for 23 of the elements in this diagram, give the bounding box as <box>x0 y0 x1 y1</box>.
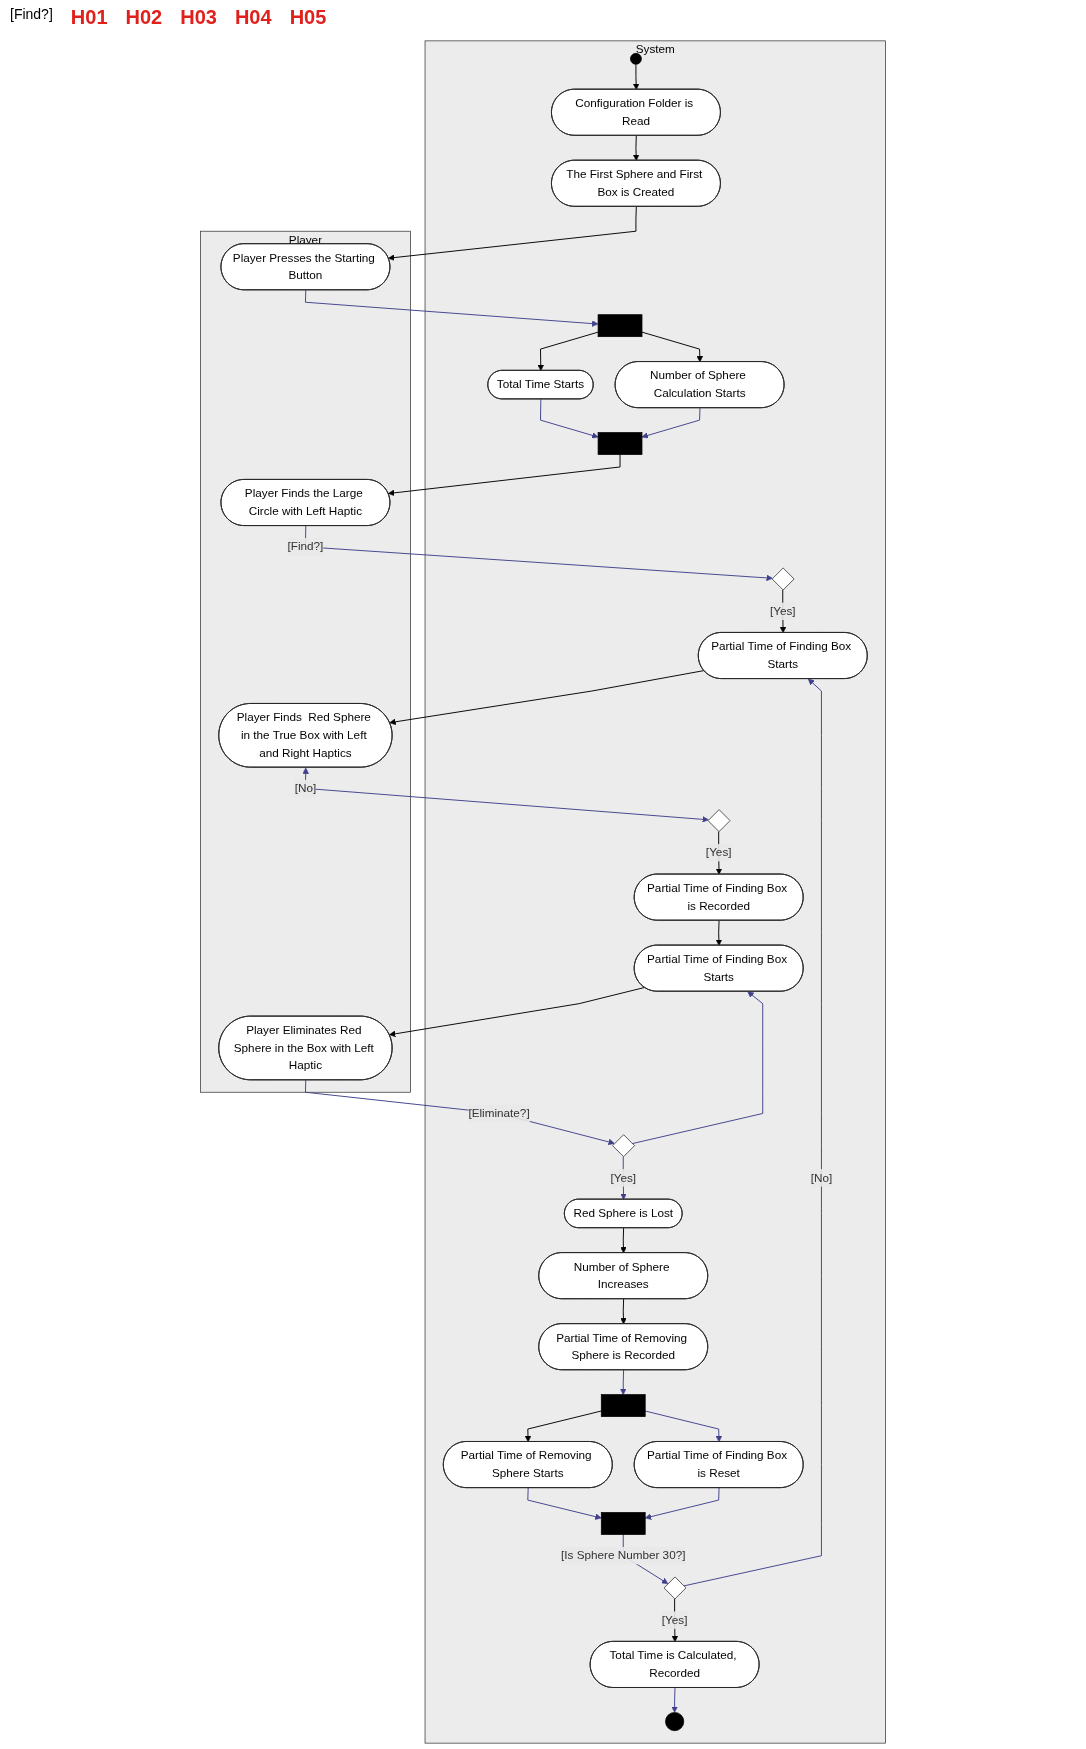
node-diamond <box>663 1576 687 1600</box>
edge-label: [Yes] <box>610 1171 637 1184</box>
node-bar <box>597 432 643 455</box>
edge-label: [Yes] <box>661 1613 688 1626</box>
edge-label: [No] <box>294 781 317 795</box>
annotation-label: H05 <box>289 6 327 29</box>
edge-label: [Eliminate?] <box>468 1106 530 1120</box>
annotation-label: H04 <box>234 6 272 29</box>
edge-label: [Is Sphere Number 30?] <box>561 1549 686 1562</box>
node-bar <box>597 314 643 337</box>
annotation-label: H01 <box>70 6 108 29</box>
node-bar <box>600 1394 646 1417</box>
node-diamond <box>707 809 731 832</box>
edge-label: [Yes] <box>705 846 732 859</box>
guard-label: [Find?] <box>10 6 53 24</box>
annotation-label: H02 <box>125 6 163 29</box>
edge-label: [No] <box>810 1171 833 1184</box>
node-diamond <box>771 567 795 591</box>
node-bar <box>600 1512 646 1535</box>
node-diamond <box>612 1134 635 1158</box>
annotation-label: H03 <box>180 6 217 29</box>
edge-label: [Find?] <box>287 540 324 553</box>
edge-label: [Yes] <box>769 604 796 618</box>
